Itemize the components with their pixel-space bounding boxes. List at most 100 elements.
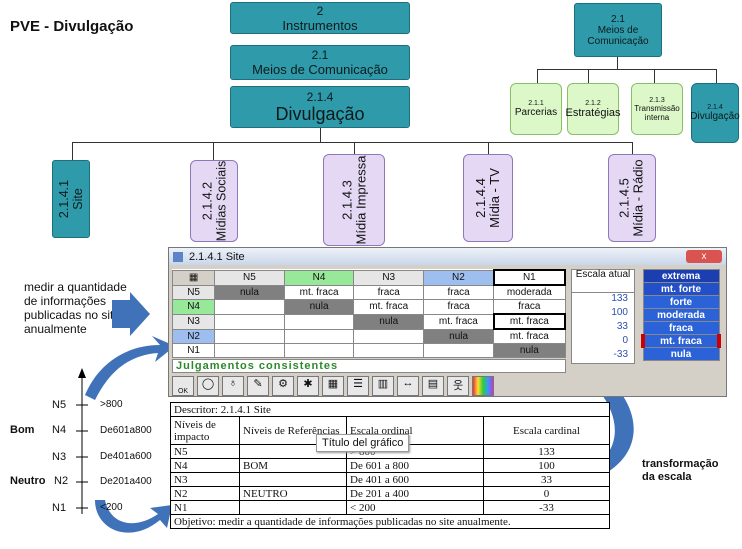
cycle-icon[interactable]: ◯ bbox=[197, 376, 219, 396]
close-button[interactable]: x bbox=[686, 250, 722, 263]
compare-icon[interactable]: ✱ bbox=[297, 376, 319, 396]
transform-label: transformação da escala bbox=[642, 458, 719, 483]
matrix-cell[interactable]: mt. fraca bbox=[492, 313, 567, 330]
person-icon[interactable]: 웃 bbox=[447, 376, 469, 396]
matrix-cell[interactable] bbox=[214, 299, 285, 315]
edit-icon[interactable]: ✎ bbox=[247, 376, 269, 396]
matrix-cell[interactable]: nula bbox=[353, 313, 425, 330]
row-header: N5 bbox=[171, 284, 216, 300]
header-cell: Escala cardinal bbox=[483, 416, 610, 445]
matrix-cell[interactable]: mt. fraca bbox=[423, 313, 495, 330]
descriptor-title: Descritor: 2.1.4.1 Site bbox=[170, 402, 610, 417]
axis-level: N3 bbox=[52, 451, 67, 463]
header-cell: Níveis de impacto bbox=[170, 416, 240, 445]
cell bbox=[239, 472, 347, 487]
box-instrumentos: 2 Instrumentos bbox=[230, 2, 410, 34]
curved-arrow-icon bbox=[95, 500, 172, 533]
diff-icon[interactable]: ▤ bbox=[422, 376, 444, 396]
matrix-cell[interactable] bbox=[353, 343, 425, 358]
box-number: 2.1.2 bbox=[585, 99, 601, 107]
col-header: N4 bbox=[283, 269, 355, 286]
matrix-cell[interactable]: mt. fraca bbox=[493, 328, 566, 344]
matrix-cell[interactable]: fraca bbox=[423, 299, 495, 315]
box-number: 2.1.4 bbox=[707, 104, 723, 111]
abs-icon[interactable]: ▥ bbox=[372, 376, 394, 396]
matrix-cell[interactable] bbox=[423, 343, 495, 358]
matrix-cell[interactable] bbox=[214, 328, 285, 344]
cell: De 601 a 800 bbox=[346, 458, 484, 473]
matrix-cell[interactable]: nula bbox=[283, 299, 355, 315]
matrix-cell[interactable] bbox=[353, 328, 425, 344]
cell: N4 bbox=[170, 458, 240, 473]
calc-icon[interactable]: ⚙ bbox=[272, 376, 294, 396]
scale-value: 0 bbox=[622, 335, 628, 346]
matrix-cell[interactable]: moderada bbox=[493, 284, 566, 300]
matrix-cell[interactable]: fraca bbox=[423, 284, 495, 300]
matrix-cell[interactable] bbox=[214, 313, 285, 330]
cell: N1 bbox=[170, 500, 240, 515]
descriptor-row: N1< 200-33 bbox=[170, 500, 610, 515]
scale-option[interactable]: nula bbox=[642, 347, 720, 361]
matrix-row: N2 nula mt. fraca bbox=[171, 328, 566, 344]
matrix-cell[interactable] bbox=[283, 343, 355, 358]
matrix-cell[interactable] bbox=[283, 313, 355, 330]
page-title: PVE - Divulgação bbox=[10, 18, 134, 35]
palette-icon[interactable] bbox=[472, 376, 494, 396]
matrix-cell[interactable]: nula bbox=[214, 284, 285, 300]
scale-option[interactable]: extrema bbox=[642, 269, 720, 283]
matrix-cell[interactable] bbox=[214, 343, 285, 358]
current-scale-panel: Escala atual 133 100 33 0 -33 bbox=[571, 269, 635, 364]
matrix-header-row: ▦ N5 N4 N3 N2 N1 bbox=[171, 269, 567, 286]
axis-level: N4 bbox=[52, 424, 67, 436]
ok-button[interactable]: OK bbox=[172, 376, 194, 396]
col-header: N1 bbox=[492, 269, 567, 286]
matrix-cell[interactable]: fraca bbox=[493, 299, 566, 315]
cell: De 401 a 600 bbox=[346, 472, 484, 487]
scale-option[interactable]: mt. fraca bbox=[641, 334, 721, 348]
scale-option[interactable]: moderada bbox=[642, 308, 720, 322]
scale-option[interactable]: fraca bbox=[642, 321, 720, 335]
axis-range: De601a800 bbox=[100, 425, 152, 436]
list-icon[interactable]: ☰ bbox=[347, 376, 369, 396]
cell: 133 bbox=[483, 444, 610, 459]
scale-option[interactable]: forte bbox=[642, 295, 720, 309]
matrix-cell[interactable]: nula bbox=[423, 328, 495, 344]
macbeth-window: 2.1.4.1 Site x ▦ N5 N4 N3 N2 N1 N5 nula … bbox=[168, 247, 727, 397]
box-label: Estratégias bbox=[565, 106, 621, 119]
toolbar: OK ◯ ♁ ✎ ⚙ ✱ ▦ ☰ ▥ ↔ ▤ 웃 bbox=[172, 376, 494, 396]
matrix-row: N3 nula mt. fraca mt. fraca bbox=[171, 313, 567, 330]
axis-level: N5 bbox=[52, 399, 67, 411]
matrix-cell[interactable]: fraca bbox=[353, 284, 425, 300]
matrix-icon[interactable]: ▦ bbox=[322, 376, 344, 396]
descriptor-table: Descritor: 2.1.4.1 Site Níveis de impact… bbox=[170, 402, 610, 529]
mini-box-estrategias: 2.1.2 Estratégias bbox=[565, 83, 621, 135]
box-label: Instrumentos bbox=[282, 17, 358, 33]
interval-icon[interactable]: ↔ bbox=[397, 376, 419, 396]
mini-box-parcerias: 2.1.1 Parcerias bbox=[510, 83, 562, 135]
axis-range: De401a600 bbox=[100, 451, 152, 462]
scale-option[interactable]: mt. forte bbox=[642, 282, 720, 296]
box-number: 2 bbox=[316, 3, 324, 18]
cell: 100 bbox=[483, 458, 610, 473]
matrix-cell[interactable]: mt. fraca bbox=[353, 299, 425, 315]
calculator-icon[interactable]: ▦ bbox=[171, 269, 216, 286]
box-divulgacao: 2.1.4 Divulgação bbox=[230, 86, 410, 128]
matrix-cell[interactable]: mt. fraca bbox=[283, 284, 355, 300]
axis-tag: Bom bbox=[10, 424, 35, 436]
curved-arrow-icon bbox=[85, 336, 175, 400]
row-header: N2 bbox=[171, 328, 216, 344]
weights-icon[interactable]: ♁ bbox=[222, 376, 244, 396]
matrix-cell[interactable] bbox=[283, 328, 355, 344]
box-meios-comunicacao: 2.1 Meios de Comunicação bbox=[230, 45, 410, 80]
window-titlebar: 2.1.4.1 Site x bbox=[169, 248, 726, 265]
curved-arrow-icon bbox=[555, 380, 634, 494]
axis-range: <200 bbox=[100, 502, 123, 513]
matrix-cell[interactable]: nula bbox=[493, 343, 566, 358]
cell: N5 bbox=[170, 444, 240, 459]
col-header: N3 bbox=[353, 269, 425, 286]
scale-header: Escala atual bbox=[571, 269, 635, 293]
